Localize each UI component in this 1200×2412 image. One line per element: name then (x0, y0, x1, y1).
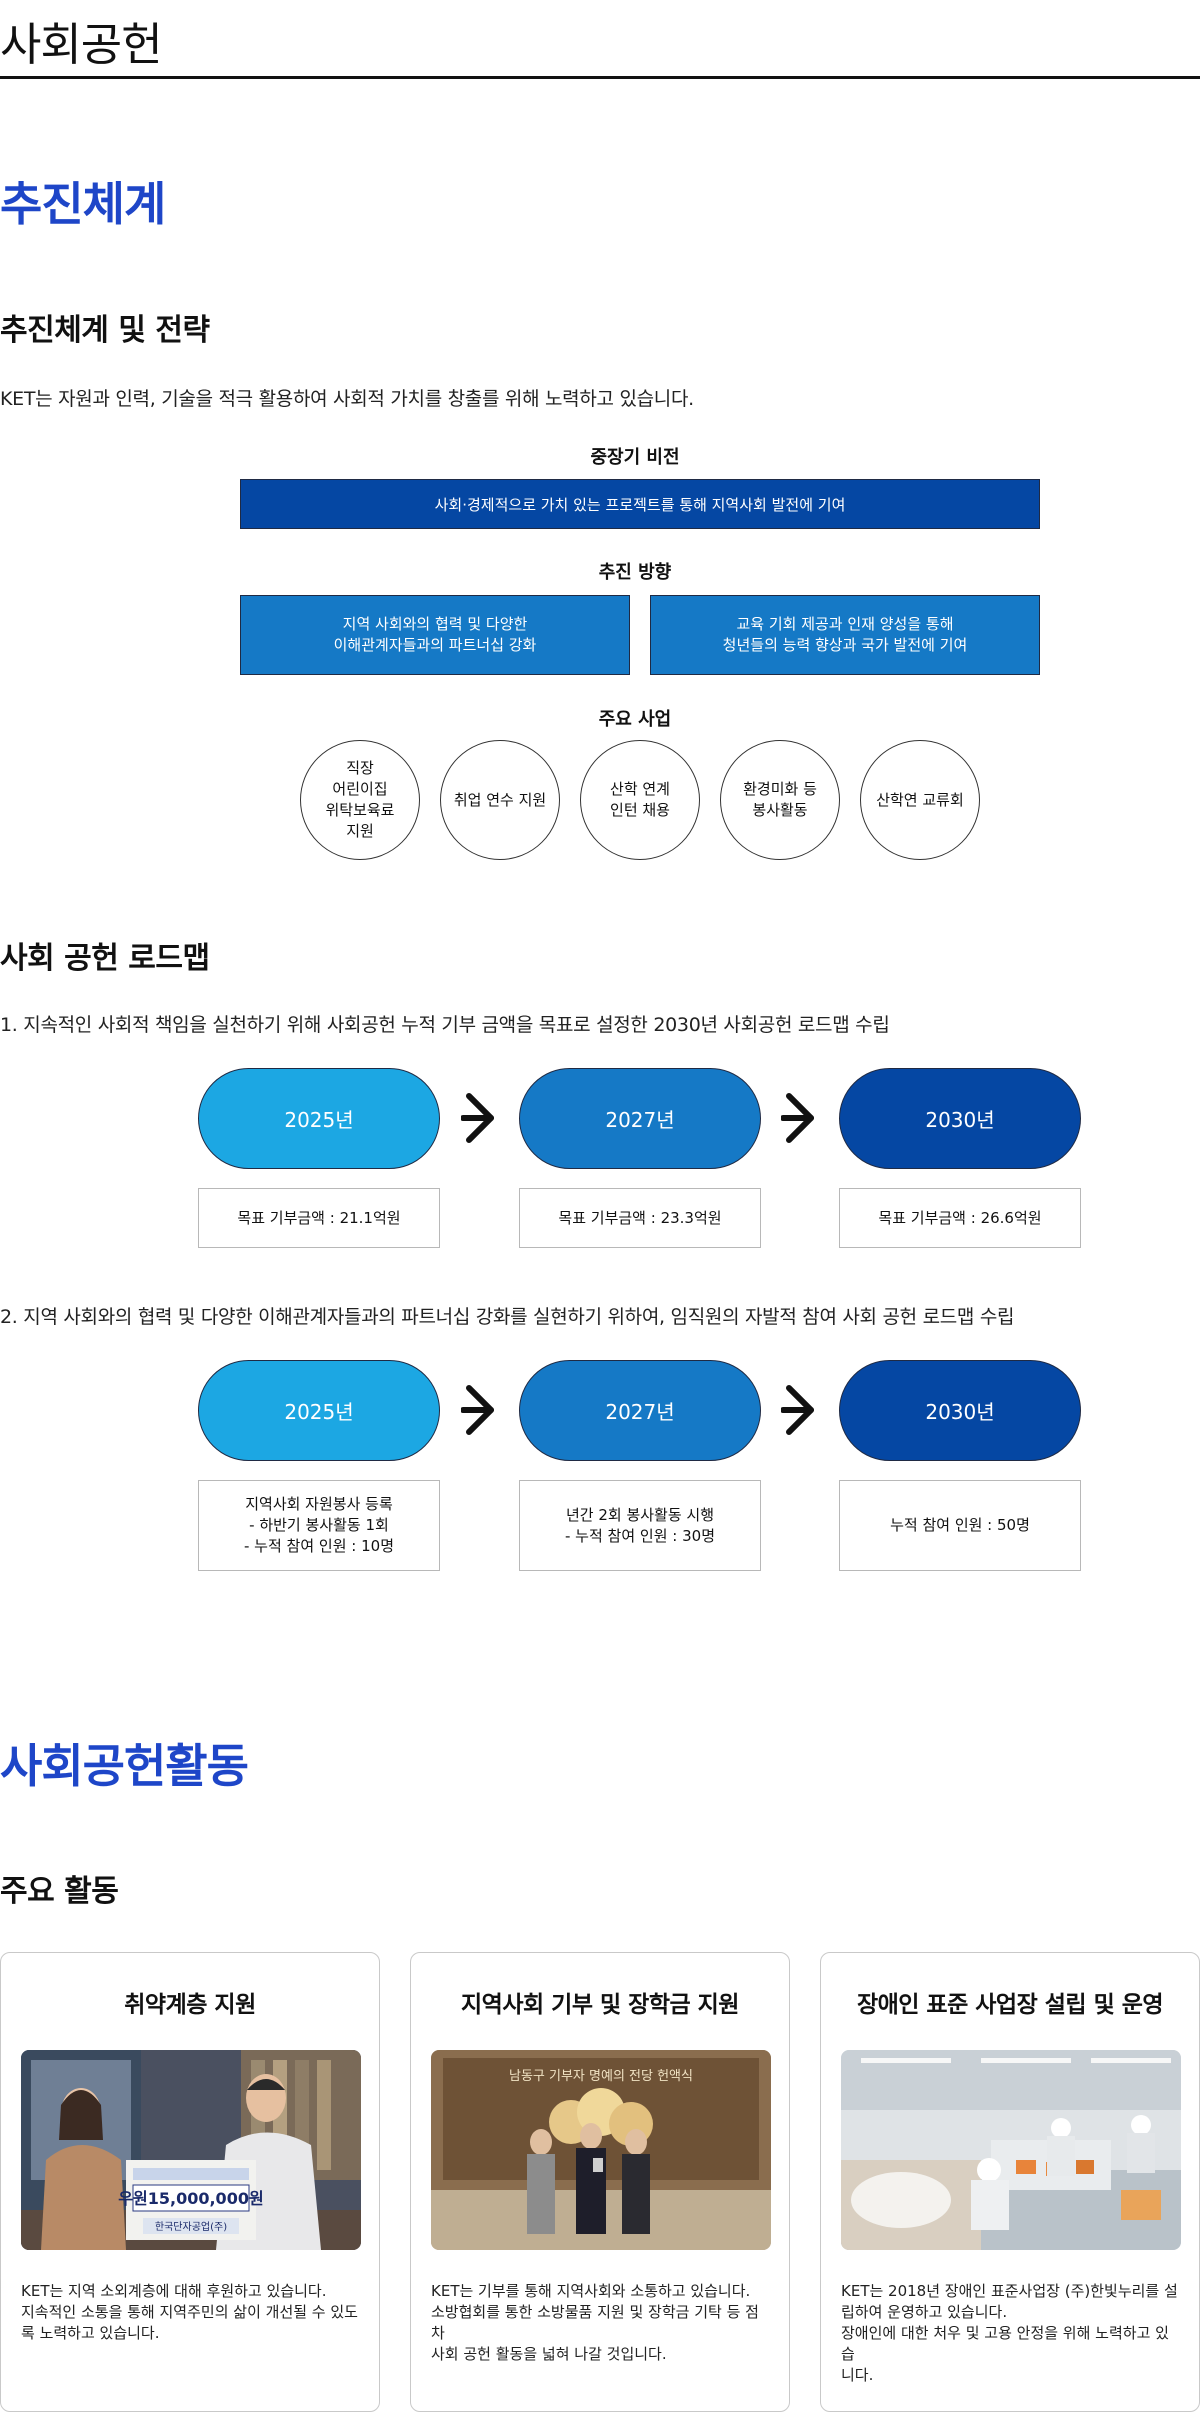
ceremony-photo: 남동구 기부자 명예의 전당 헌액식 (431, 2050, 771, 2250)
card-text-line: KET는 지역 소외계층에 대해 후원하고 있습니다. (21, 2282, 327, 2300)
roadmap1-step-2027: 2027년 (519, 1068, 761, 1169)
subheading-main-activities: 주요 활동 (0, 1874, 119, 1909)
roadmap2-goal-2025: 지역사회 자원봉사 등록 - 하반기 봉사활동 1회 - 누적 참여 인원 : … (198, 1480, 440, 1571)
subheading-roadmap: 사회 공헌 로드맵 (0, 941, 210, 976)
card-text-line: 소방협회를 통한 소방물품 지원 및 장학금 기탁 등 점차 (431, 2303, 759, 2342)
goal-line: 년간 2회 봉사활동 시행 (565, 1505, 715, 1524)
roadmap2-goal-2027: 년간 2회 봉사활동 시행 - 누적 참여 인원 : 30명 (519, 1480, 761, 1571)
vision-text: 사회·경제적으로 가치 있는 프로젝트를 통해 지역사회 발전에 기여 (434, 495, 846, 514)
goal-text: 목표 기부금액 : 26.6억원 (878, 1208, 1042, 1227)
card-text-line: KET는 2018년 장애인 표준사업장 (주)한빛누리를 설 (841, 2282, 1178, 2300)
card-description: KET는 지역 소외계층에 대해 후원하고 있습니다. 지속적인 소통을 통해 … (21, 2281, 361, 2344)
project-line: 인턴 채용 (610, 801, 670, 819)
card-text-line: 립하여 운영하고 있습니다. (841, 2303, 1008, 2321)
card-title: 지역사회 기부 및 장학금 지원 (461, 1992, 739, 2018)
arrow-right-icon (461, 1385, 494, 1435)
card-text-line: KET는 기부를 통해 지역사회와 소통하고 있습니다. (431, 2282, 751, 2300)
card-text-line: 사회 공헌 활동을 넓혀 나갈 것입니다. (431, 2345, 667, 2363)
intro-text: KET는 자원과 인력, 기술을 적극 활용하여 사회적 가치를 창출를 위해 … (0, 388, 694, 410)
arrow-right-icon (781, 1385, 814, 1435)
arrow-right-icon (461, 1093, 494, 1143)
step-year: 2027년 (605, 1400, 675, 1424)
page-title: 사회공헌 (0, 18, 163, 71)
project-circle-employment-training: 취업 연수 지원 (440, 740, 560, 860)
donation-photo: 우원15,000,000원 한국단자공업(주) (21, 2050, 361, 2250)
workplace-photo (841, 2050, 1181, 2250)
section-heading-activities: 사회공헌활동 (0, 1739, 249, 1793)
direction-line: 교육 기회 제공과 인재 양성을 통해 (736, 615, 954, 633)
direction-line: 지역 사회와의 협력 및 다양한 (342, 615, 528, 633)
donation-sign-text: 한국단자공업(주) (155, 2220, 227, 2233)
project-circle-internship: 산학 연계 인턴 채용 (580, 740, 700, 860)
card-description: KET는 기부를 통해 지역사회와 소통하고 있습니다. 소방협회를 통한 소방… (431, 2281, 771, 2365)
roadmap-item2-text: 2. 지역 사회와의 협력 및 다양한 이해관계자들과의 파트너십 강화를 실현… (0, 1306, 1015, 1328)
card-title: 장애인 표준 사업장 설립 및 운영 (856, 1992, 1164, 2018)
roadmap2-step-2027: 2027년 (519, 1360, 761, 1461)
card-title: 취약계층 지원 (124, 1992, 256, 2018)
project-line: 어린이집 (332, 780, 388, 798)
project-circle-volunteering: 환경미화 등 봉사활동 (720, 740, 840, 860)
vision-label: 중장기 비전 (590, 447, 680, 468)
project-line: 산학연 교류회 (876, 790, 964, 809)
goal-text: 목표 기부금액 : 23.3억원 (558, 1208, 722, 1227)
projects-label: 주요 사업 (598, 709, 672, 730)
activity-card-disabled-workplace: 장애인 표준 사업장 설립 및 운영 KET는 2018년 장애인 표준사업장 … (820, 1952, 1200, 2412)
section-heading-promotion-system: 추진체계 (0, 177, 166, 231)
step-year: 2025년 (284, 1400, 354, 1424)
goal-line: - 누적 참여 인원 : 10명 (244, 1537, 394, 1555)
roadmap2-step-2030: 2030년 (839, 1360, 1081, 1461)
direction-line: 이해관계자들과의 파트너십 강화 (333, 636, 537, 654)
donation-photo-image: 우원15,000,000원 한국단자공업(주) (21, 2050, 361, 2250)
vision-box: 사회·경제적으로 가치 있는 프로젝트를 통해 지역사회 발전에 기여 (240, 479, 1040, 529)
project-line: 직장 (346, 759, 374, 777)
roadmap1-step-2025: 2025년 (198, 1068, 440, 1169)
project-line: 지원 (346, 822, 374, 840)
roadmap1-goal-2027: 목표 기부금액 : 23.3억원 (519, 1188, 761, 1248)
activity-card-donation-scholarship: 지역사회 기부 및 장학금 지원 남동구 기부자 명예의 전당 헌액식 KET는… (410, 1952, 790, 2412)
project-line: 산학 연계 (610, 780, 670, 798)
card-description: KET는 2018년 장애인 표준사업장 (주)한빛누리를 설 립하여 운영하고… (841, 2281, 1181, 2386)
ceremony-photo-image: 남동구 기부자 명예의 전당 헌액식 (431, 2050, 771, 2250)
card-text-line: 록 노력하고 있습니다. (21, 2324, 160, 2342)
project-line: 위탁보육료 (325, 801, 395, 819)
roadmap2-goal-2030: 누적 참여 인원 : 50명 (839, 1480, 1081, 1571)
activity-card-vulnerable-support: 취약계층 지원 우원15,000,000원 한국단자공업(주) KET는 지역 … (0, 1952, 380, 2412)
direction-line: 청년들의 능력 향상과 국가 발전에 기여 (722, 636, 968, 654)
project-line: 취업 연수 지원 (453, 790, 547, 809)
goal-line: 누적 참여 인원 : 50명 (890, 1516, 1030, 1534)
step-year: 2025년 (284, 1108, 354, 1132)
roadmap1-step-2030: 2030년 (839, 1068, 1081, 1169)
step-year: 2030년 (925, 1108, 995, 1132)
roadmap1-goal-2030: 목표 기부금액 : 26.6억원 (839, 1188, 1081, 1248)
ceremony-banner-text: 남동구 기부자 명예의 전당 헌액식 (509, 2069, 693, 2084)
direction-box-education: 교육 기회 제공과 인재 양성을 통해 청년들의 능력 향상과 국가 발전에 기… (650, 595, 1040, 675)
card-text-line: 장애인에 대한 처우 및 고용 안정을 위해 노력하고 있습 (841, 2324, 1169, 2363)
direction-label: 추진 방향 (598, 562, 672, 583)
project-line: 봉사활동 (752, 801, 808, 819)
roadmap1-goal-2025: 목표 기부금액 : 21.1억원 (198, 1188, 440, 1248)
direction-box-partnership: 지역 사회와의 협력 및 다양한 이해관계자들과의 파트너십 강화 (240, 595, 630, 675)
step-year: 2027년 (605, 1108, 675, 1132)
goal-line: - 하반기 봉사활동 1회 (249, 1516, 389, 1534)
project-circle-childcare: 직장 어린이집 위탁보육료 지원 (300, 740, 420, 860)
title-divider (0, 76, 1200, 79)
arrow-right-icon (781, 1093, 814, 1143)
project-line: 환경미화 등 (743, 780, 817, 798)
card-text-line: 지속적인 소통을 통해 지역주민의 삶이 개선될 수 있도 (21, 2303, 358, 2321)
goal-line: 지역사회 자원봉사 등록 (245, 1495, 393, 1513)
goal-line: - 누적 참여 인원 : 30명 (565, 1526, 715, 1545)
donation-banner-text: 우원15,000,000원 (118, 2189, 263, 2208)
workplace-photo-image (841, 2050, 1181, 2250)
roadmap2-step-2025: 2025년 (198, 1360, 440, 1461)
goal-text: 목표 기부금액 : 21.1억원 (237, 1208, 401, 1227)
roadmap-item1-text: 1. 지속적인 사회적 책임을 실천하기 위해 사회공헌 누적 기부 금액을 목… (0, 1014, 890, 1036)
step-year: 2030년 (925, 1400, 995, 1424)
card-text-line: 니다. (841, 2366, 874, 2384)
subheading-system-strategy: 추진체계 및 전략 (0, 313, 210, 348)
project-circle-exchange: 산학연 교류회 (860, 740, 980, 860)
